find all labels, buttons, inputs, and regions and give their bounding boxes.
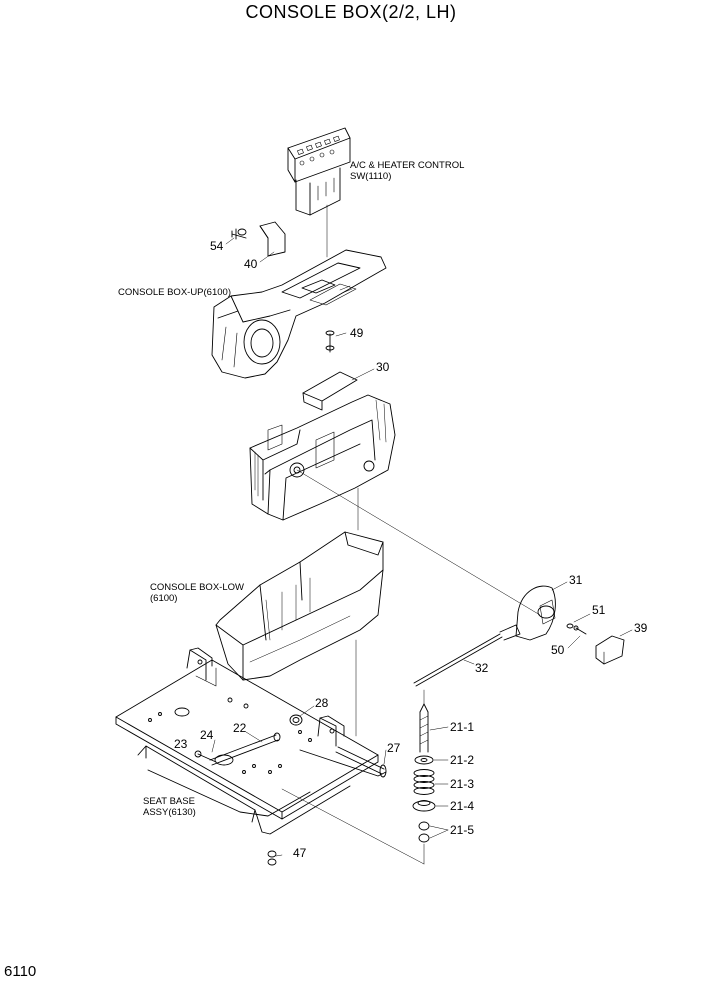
screw-50 [573,625,587,635]
callout-50: 50 [551,643,565,657]
callout-39: 39 [634,621,648,635]
callout-54: 54 [210,239,224,253]
callout-21-2: 21-2 [450,753,475,767]
washer-51 [566,623,574,629]
callout-21-1: 21-1 [450,720,475,734]
label-console-box-up: CONSOLE BOX-UP(6100) [118,287,231,298]
callout-47: 47 [293,846,307,860]
screw-54 [231,228,247,240]
label-ac-heater-control-sw: A/C & HEATER CONTROL SW(1110) [350,160,465,182]
callout-31: 31 [569,573,583,587]
pin-27 [335,746,387,778]
leader-lines [211,237,633,865]
spring-stack-21 [412,703,436,843]
console-box-upper [211,249,387,379]
rod-32 [413,624,521,687]
seat-base-assembly [115,647,387,835]
cover-39 [595,635,625,665]
callout-21-4: 21-4 [450,799,475,813]
console-box-lower [215,531,384,681]
bracket-30 [302,371,358,411]
label-seat-base-assy: SEAT BASE ASSY(6130) [143,796,196,818]
bolt-49 [325,330,335,353]
callout-49: 49 [350,326,364,340]
callout-21-3: 21-3 [450,777,475,791]
cap-40 [259,221,286,257]
callout-30: 30 [376,360,390,374]
callout-27: 27 [387,741,401,755]
callout-24: 24 [200,728,214,742]
nut-47 [267,850,277,866]
console-box-frame [249,394,541,616]
callout-21-5: 21-5 [450,823,475,837]
callout-51: 51 [592,603,606,617]
ring-28 [289,714,303,726]
callout-40: 40 [244,257,258,271]
page-title: CONSOLE BOX(2/2, LH) [245,2,457,22]
callout-32: 32 [475,661,489,675]
callout-28: 28 [315,696,329,710]
page-number: 6110 [4,963,37,980]
lever-31 [515,585,556,641]
callout-22: 22 [233,721,247,735]
damper-22 [209,732,281,766]
ac-heater-control-switch [287,127,351,258]
label-console-box-low: CONSOLE BOX-LOW (6100) [150,582,244,604]
pin-24 [194,750,217,763]
callout-23: 23 [174,737,188,751]
